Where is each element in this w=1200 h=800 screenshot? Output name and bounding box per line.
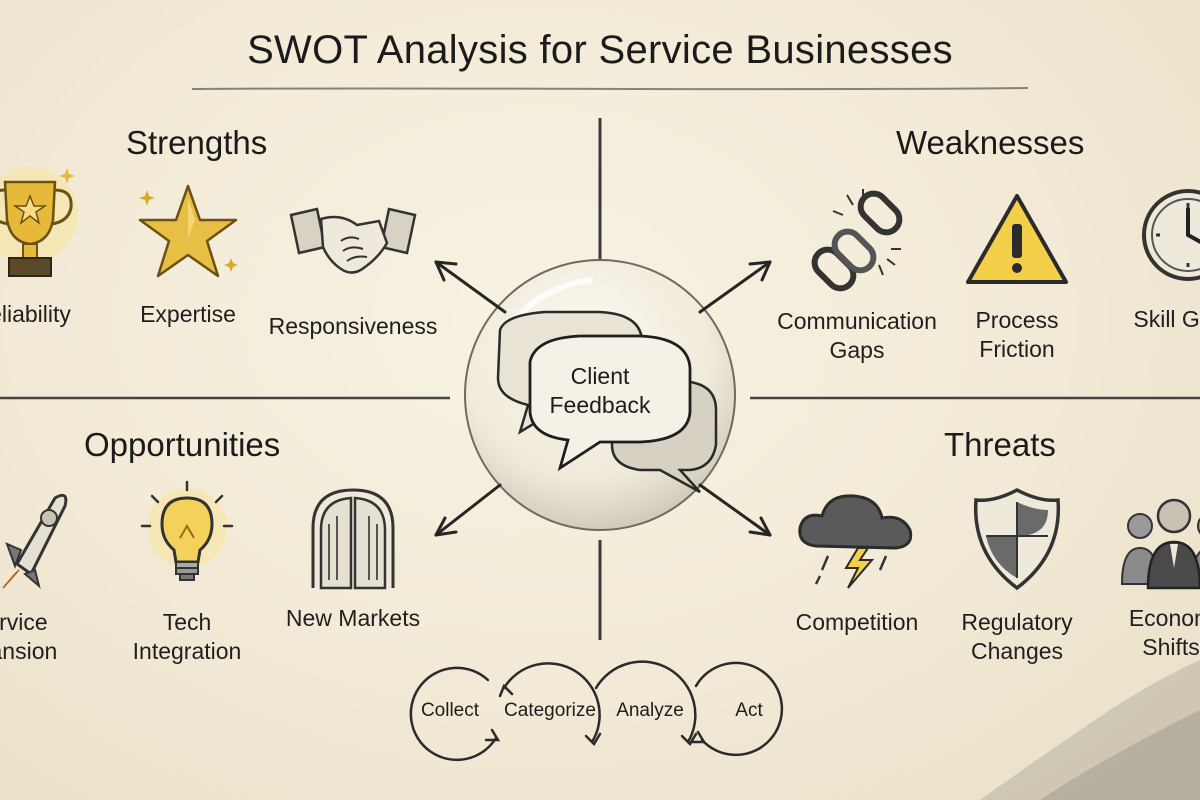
opportunities-title: Opportunities xyxy=(84,426,281,463)
opportunity-label-new-markets: New Markets xyxy=(285,605,421,631)
storm-cloud-icon xyxy=(798,494,913,589)
open-doors-icon xyxy=(311,488,395,590)
hub-label-line2: Feedback xyxy=(549,392,651,418)
threat-item-economic-shifts: Econom Shifts xyxy=(1086,484,1200,662)
title-underline xyxy=(191,87,1029,91)
opportunity-item-new-markets: New Markets xyxy=(268,484,438,633)
shield-icon xyxy=(973,488,1061,591)
cycle-step-act: Act xyxy=(735,700,763,721)
arrow-to-strengths xyxy=(434,260,507,314)
axis-vertical-top xyxy=(598,118,602,260)
weakness-label-process-friction: Process Friction xyxy=(975,307,1059,362)
weakness-item-skill-gaps: Skill Ga xyxy=(1088,185,1200,334)
handshake-icon xyxy=(289,207,417,274)
star-icon xyxy=(138,184,238,278)
arrow-to-weaknesses xyxy=(698,260,772,314)
weakness-item-process-friction: Process Friction xyxy=(932,190,1102,364)
page-title: SWOT Analysis for Service Businesses xyxy=(247,28,953,72)
weakness-label-communication-gaps: Communication Gaps xyxy=(777,308,937,363)
lightbulb-icon xyxy=(140,480,234,581)
cycle-step-categorize: Categorize xyxy=(504,700,596,721)
strengths-title: Strengths xyxy=(126,124,268,161)
hub-label: Client Feedback xyxy=(520,362,680,420)
cycle-ring-analyze xyxy=(594,660,697,744)
cycle-ring-categorize xyxy=(502,662,601,744)
threats-title: Threats xyxy=(944,426,1056,463)
hub-label-line1: Client xyxy=(570,363,630,389)
threat-label-economic-shifts: Econom Shifts xyxy=(1128,605,1200,660)
pencil-shading-decoration xyxy=(980,660,1200,800)
threat-item-regulatory-changes: Regulatory Changes xyxy=(932,484,1102,666)
arrow-to-opportunities xyxy=(434,483,502,537)
weaknesses-title: Weaknesses xyxy=(896,124,1085,161)
feedback-cycle xyxy=(409,660,784,762)
arrow-to-threats xyxy=(698,483,772,537)
cycle-step-analyze: Analyze xyxy=(616,700,684,721)
rocket-icon xyxy=(2,493,68,589)
axis-horizontal-right xyxy=(750,396,1200,400)
cycle-ring-collect xyxy=(409,666,498,762)
axis-horizontal-left xyxy=(0,396,450,400)
strength-label-responsiveness: Responsiveness xyxy=(268,313,438,339)
opportunity-label-service-expansion: ervice pansion xyxy=(0,609,58,664)
clock-icon xyxy=(1142,189,1200,281)
cycle-step-collect: Collect xyxy=(420,700,480,721)
broken-chain-icon xyxy=(811,189,903,292)
people-icon xyxy=(1120,498,1200,590)
strength-label-reliability: eliability xyxy=(0,301,71,327)
warning-triangle-icon xyxy=(966,194,1068,284)
threat-label-competition: Competition xyxy=(795,609,919,635)
strength-item-reliability: eliability xyxy=(0,160,115,329)
weakness-item-communication-gaps: Communication Gaps xyxy=(772,185,942,365)
strength-item-expertise: Expertise xyxy=(103,178,273,329)
glass-highlight xyxy=(502,277,593,338)
strength-label-expertise: Expertise xyxy=(140,301,236,327)
trophy-icon xyxy=(0,167,78,277)
cycle-ring-act xyxy=(694,661,784,757)
weakness-label-skill-gaps: Skill Ga xyxy=(1133,306,1200,332)
opportunity-label-tech-integration: Tech Integration xyxy=(132,609,242,664)
strength-item-responsiveness: Responsiveness xyxy=(268,195,438,341)
threat-label-regulatory-changes: Regulatory Changes xyxy=(961,609,1073,664)
opportunity-item-tech-integration: Tech Integration xyxy=(102,478,272,666)
opportunity-item-service-expansion: ervice pansion xyxy=(0,484,102,666)
threat-item-competition: Competition xyxy=(772,484,942,637)
axis-vertical-bottom xyxy=(598,540,602,640)
